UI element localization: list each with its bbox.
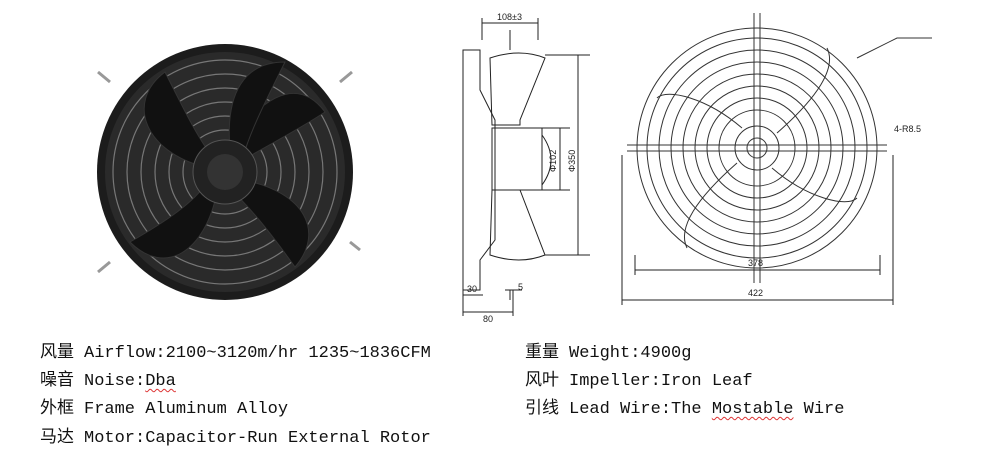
spec-value: Airflow:2100~3120m/hr 1235~1836CFM bbox=[84, 344, 431, 363]
spec-lead-wire: 引线 Lead Wire:The Mostable Wire bbox=[525, 398, 844, 420]
spec-impeller: 风叶 Impeller:Iron Leaf bbox=[525, 370, 753, 392]
spec-value: Noise: bbox=[84, 372, 146, 391]
dim-hole-spacing: 378 bbox=[748, 258, 763, 268]
spec-motor: 马达 Motor:Capacitor-Run External Rotor bbox=[40, 427, 431, 449]
dim-mount-holes: 4-R8.5 bbox=[894, 124, 921, 134]
spec-airflow: 风量 Airflow:2100~3120m/hr 1235~1836CFM bbox=[40, 342, 431, 364]
spec-weight: 重量 Weight:4900g bbox=[525, 342, 691, 364]
spec-label-cn: 外框 bbox=[40, 398, 74, 418]
spec-frame: 外框 Frame Aluminum Alloy bbox=[40, 398, 288, 420]
dim-overall-width: 422 bbox=[748, 288, 763, 298]
spec-label-cn: 马达 bbox=[40, 427, 74, 447]
spec-label-cn: 重量 bbox=[525, 342, 559, 362]
dim-hub-diameter: Φ102 bbox=[548, 150, 558, 172]
spellcheck-word: Dba bbox=[145, 372, 176, 391]
dim-overall-diameter: Φ350 bbox=[567, 150, 577, 172]
dim-depth: 108±3 bbox=[497, 12, 522, 22]
spec-label-cn: 风叶 bbox=[525, 370, 559, 390]
dim-total-depth: 80 bbox=[483, 314, 493, 324]
dim-guard-depth: 30 bbox=[467, 284, 477, 294]
spec-value: Frame Aluminum Alloy bbox=[84, 400, 289, 419]
spec-noise: 噪音 Noise:Dba bbox=[40, 370, 176, 392]
spec-label-cn: 引线 bbox=[525, 398, 559, 418]
dim-flange: 5 bbox=[518, 282, 523, 292]
spec-value-suffix: Wire bbox=[793, 400, 845, 419]
spec-value: Impeller:Iron Leaf bbox=[569, 372, 753, 391]
spec-label-cn: 风量 bbox=[40, 342, 74, 362]
spec-value: Weight:4900g bbox=[569, 344, 692, 363]
spec-label-cn: 噪音 bbox=[40, 370, 74, 390]
spec-value: Motor:Capacitor-Run External Rotor bbox=[84, 429, 431, 448]
spellcheck-word: Mostable bbox=[711, 400, 794, 419]
spec-value: Lead Wire:The bbox=[569, 400, 712, 419]
